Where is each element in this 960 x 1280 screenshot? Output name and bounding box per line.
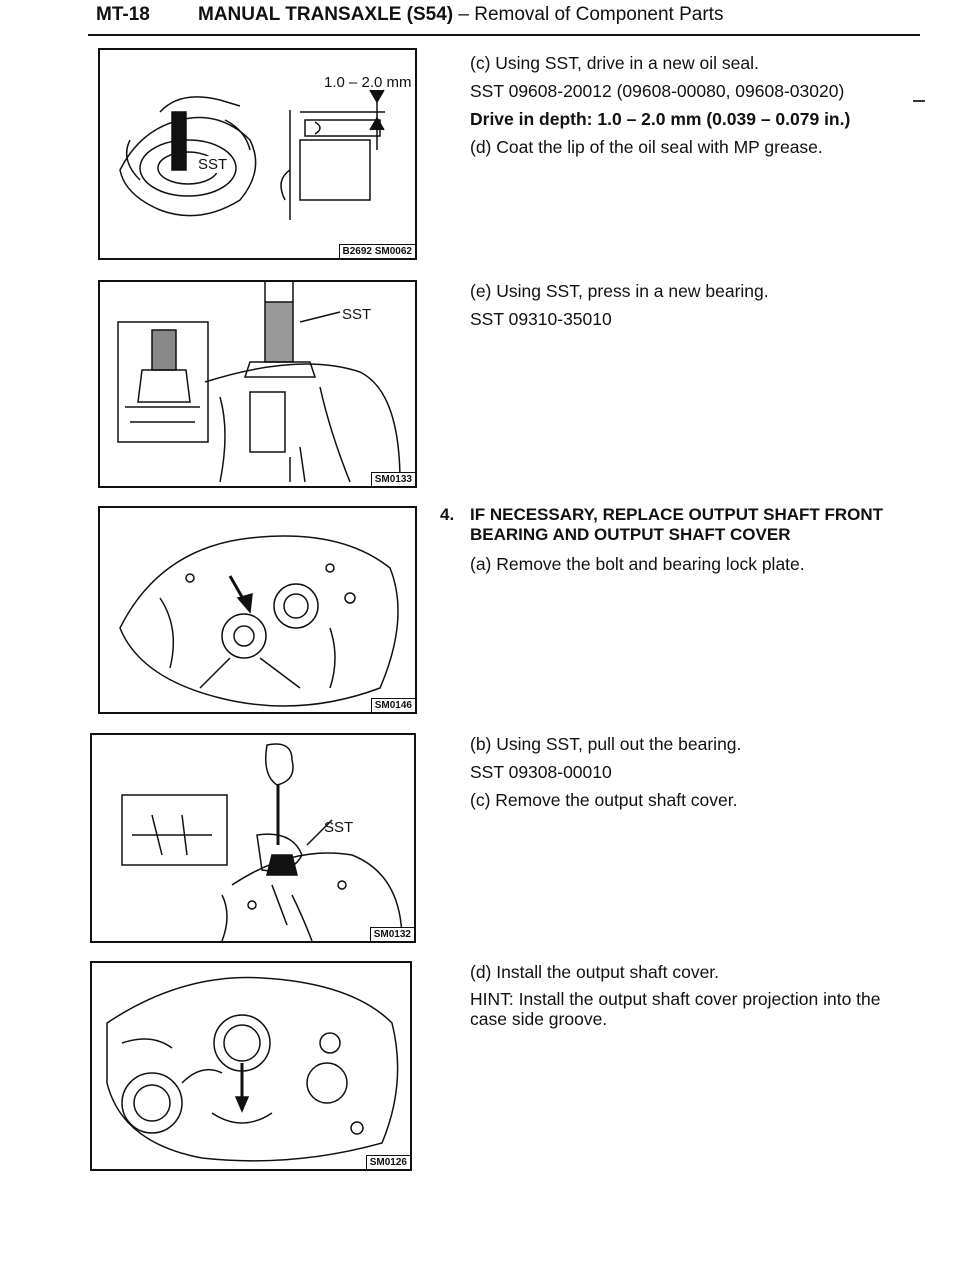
figure-code: SM0132	[369, 927, 414, 941]
hint-text: HINT: Install the output shaft cover pro…	[470, 989, 881, 1029]
step-e-press-bearing: (e) Using SST, press in a new bearing.	[470, 281, 769, 301]
section-number: 4.	[440, 505, 455, 524]
instruction-block-5: (d) Install the output shaft cover. HINT…	[470, 961, 920, 1035]
instruction-block-3: IF NECESSARY, REPLACE OUTPUT SHAFT FRONT…	[470, 505, 910, 581]
figure-shaft-cover: SM0126	[90, 961, 412, 1171]
section-subtitle: – Removal of Component Parts	[453, 4, 724, 25]
figure-code: SM0146	[370, 698, 415, 712]
sst-number: SST 09310-35010	[470, 309, 612, 329]
drive-depth-label: Drive in depth:	[470, 109, 593, 129]
figure-oil-seal: 1.0 – 2.0 mm SST B2692 SM0062	[98, 48, 417, 260]
sst-label: SST	[342, 306, 372, 323]
step-d-install-cover: (d) Install the output shaft cover.	[470, 962, 720, 982]
page-header: MT-18 MANUAL TRANSAXLE (S54) – Removal o…	[88, 0, 920, 36]
sst-label: SST	[324, 819, 354, 836]
page-title: MANUAL TRANSAXLE (S54) – Removal of Comp…	[198, 4, 723, 26]
sst-number: SST 09608-20012 (09608-00080, 09608-0302…	[470, 81, 845, 101]
figure-code: SM0133	[370, 472, 415, 486]
figure-code: B2692 SM0062	[338, 244, 415, 258]
margin-mark	[913, 100, 925, 102]
section-heading: IF NECESSARY, REPLACE OUTPUT SHAFT FRONT…	[470, 505, 884, 544]
instruction-block-4: (b) Using SST, pull out the bearing. SST…	[470, 733, 910, 817]
lock-plate-illustration	[119, 535, 399, 707]
oil-seal-illustration	[119, 89, 385, 220]
sst-label: SST	[198, 156, 228, 173]
figure-bearing-press: SST SM0133	[98, 280, 417, 488]
bearing-press-illustration	[117, 282, 401, 483]
step-b-pull-bearing: (b) Using SST, pull out the bearing.	[470, 734, 742, 754]
drive-depth: Drive in depth: 1.0 – 2.0 mm (0.039 – 0.…	[470, 108, 910, 130]
figure-lock-plate: SM0146	[98, 506, 417, 714]
page-number: MT-18	[96, 4, 150, 25]
dimension-label: 1.0 – 2.0 mm	[324, 74, 412, 91]
sst-number: SST 09308-00010	[470, 762, 612, 782]
step-d-coat-lip: (d) Coat the lip of the oil seal with MP…	[470, 137, 823, 157]
shaft-cover-illustration	[106, 976, 399, 1162]
step-c-remove-cover: (c) Remove the output shaft cover.	[470, 790, 738, 810]
step-c-drive-oil-seal: (c) Using SST, drive in a new oil seal.	[470, 53, 759, 73]
step-a-remove-bolt: (a) Remove the bolt and bearing lock pla…	[470, 554, 805, 574]
drive-depth-value: 1.0 – 2.0 mm (0.039 – 0.079 in.)	[592, 109, 851, 129]
section-title: MANUAL TRANSAXLE (S54)	[198, 4, 454, 25]
figure-bearing-pull: SST SM0132	[90, 733, 416, 943]
instruction-block-1: (c) Using SST, drive in a new oil seal. …	[470, 52, 910, 164]
instruction-block-2: (e) Using SST, press in a new bearing. S…	[470, 280, 910, 336]
figure-code: SM0126	[365, 1155, 410, 1169]
bearing-pull-illustration	[121, 743, 403, 941]
